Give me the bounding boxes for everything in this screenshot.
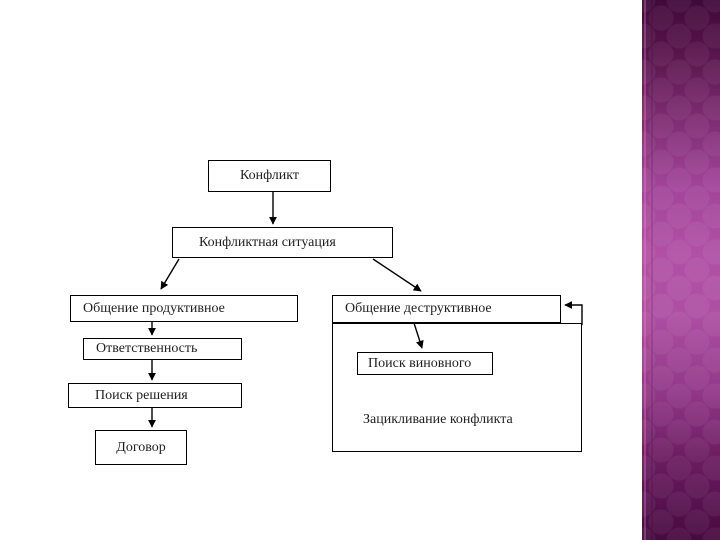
node-responsibility-label: Ответственность (96, 341, 198, 357)
node-solution-search: Поиск решения (68, 383, 242, 408)
node-agreement: Договор (95, 430, 187, 465)
node-destructive-communication-label: Общение деструктивное (345, 301, 492, 317)
node-blame-search-label: Поиск виновного (368, 355, 472, 371)
node-responsibility: Ответственность (83, 338, 242, 360)
label-conflict-looping: Зацикливание конфликта (363, 412, 513, 427)
slide-theme-sidebar (642, 0, 720, 540)
node-conflict: Конфликт (208, 160, 331, 192)
node-blame-search: Поиск виновного (357, 352, 493, 375)
node-productive-communication-label: Общение продуктивное (83, 300, 225, 316)
node-agreement-label: Договор (116, 439, 166, 455)
sidebar-light-stripe (644, 0, 646, 540)
destructive-loop-zone (332, 323, 582, 452)
sidebar-dark-stripe (651, 0, 653, 540)
node-conflict-situation: Конфликтная ситуация (172, 227, 393, 258)
node-conflict-situation-label: Конфликтная ситуация (199, 234, 336, 250)
node-destructive-communication: Общение деструктивное (332, 295, 561, 323)
node-solution-search-label: Поиск решения (95, 387, 188, 403)
node-productive-communication: Общение продуктивное (70, 295, 298, 322)
node-conflict-label: Конфликт (239, 168, 300, 184)
